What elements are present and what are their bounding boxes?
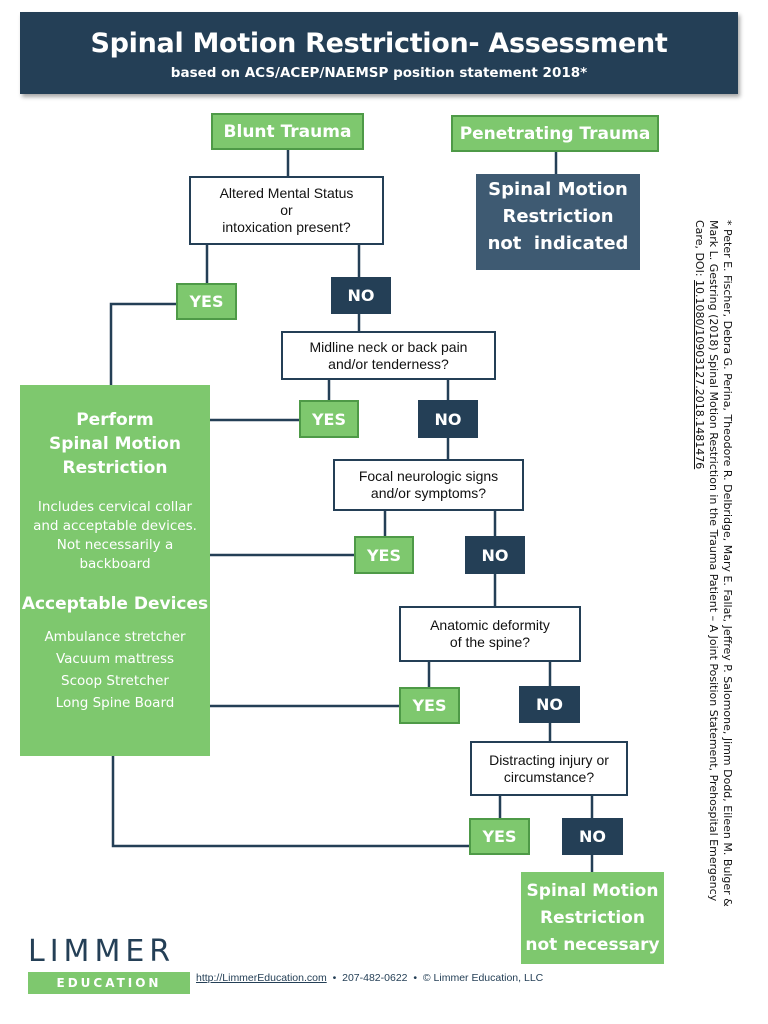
question-anatomic-deformity: Anatomic deformity of the spine? [399, 606, 581, 662]
smr-not-necessary-line: Spinal Motion [526, 880, 659, 901]
smr-not-indicated-line: Restriction [502, 206, 614, 227]
page-subtitle: based on ACS/ACEP/NAEMSP position statem… [170, 65, 588, 81]
question-text: circumstance? [503, 768, 595, 785]
website-link[interactable]: http://LimmerEducation.com [196, 972, 327, 984]
perform-detail: Includes cervical collar [37, 499, 193, 515]
doi-link[interactable]: 10.1080/10903127.2018.1481476 [693, 280, 706, 470]
smr-not-necessary-line: not necessary [525, 934, 660, 955]
perform-detail: and acceptable devices. [33, 518, 197, 534]
yes-box-q2: YES [299, 400, 359, 438]
question-distracting-injury: Distracting injury or circumstance? [470, 741, 628, 796]
footer-copyright: © Limmer Education, LLC [422, 972, 544, 984]
question-text: intoxication present? [222, 219, 351, 235]
device-item: Long Spine Board [55, 695, 175, 711]
smr-not-necessary-line: Restriction [540, 907, 645, 928]
question-text: Anatomic deformity [430, 617, 550, 633]
perform-heading: Spinal Motion [49, 434, 181, 454]
penetrating-trauma-node: Penetrating Trauma [451, 115, 659, 152]
perform-heading: Perform [76, 410, 154, 430]
perform-detail: backboard [79, 556, 151, 572]
device-item: Ambulance stretcher [44, 629, 186, 645]
page-title: Spinal Motion Restriction- Assessment [90, 28, 668, 59]
blunt-trauma-node: Blunt Trauma [211, 113, 364, 150]
yes-box-q1: YES [176, 283, 237, 320]
yes-box-q4: YES [399, 687, 460, 724]
question-text: and/or symptoms? [370, 485, 487, 501]
header-banner: Spinal Motion Restriction- Assessment ba… [20, 12, 738, 94]
footer-separator: • [413, 972, 418, 984]
question-focal-neurologic: Focal neurologic signs and/or symptoms? [333, 459, 524, 511]
question-midline-pain: Midline neck or back pain and/or tendern… [281, 331, 496, 380]
education-logo-bar: EDUCATION [28, 972, 190, 994]
perform-detail: Not necessarily a [56, 537, 174, 553]
yes-box-q3: YES [354, 536, 414, 574]
perform-heading: Restriction [62, 458, 168, 478]
no-box-q1: NO [331, 277, 391, 314]
question-text: and/or tenderness? [328, 355, 449, 372]
limmer-logo: LIMMER [28, 934, 176, 969]
question-text: Altered Mental Status [219, 185, 354, 201]
smr-not-indicated-node: Spinal Motion Restriction not indicated [476, 174, 640, 270]
question-text: Midline neck or back pain [309, 338, 468, 355]
smr-not-necessary-node: Spinal Motion Restriction not necessary [521, 872, 664, 964]
smr-not-indicated-line: Spinal Motion [488, 179, 628, 200]
citation-line: Mark L. Gestring (2018) Spinal Motion Re… [707, 220, 720, 902]
no-box-q5: NO [562, 818, 623, 855]
footer-separator: • [332, 972, 337, 984]
question-text: Focal neurologic signs [358, 468, 499, 484]
question-text: Distracting injury or [489, 751, 609, 768]
perform-smr-panel: Perform Spinal Motion Restriction Includ… [20, 385, 210, 756]
citation-block: * Peter E. Fischer, Debra G. Perina, The… [693, 220, 734, 920]
question-altered-mental-status: Altered Mental Status or intoxication pr… [189, 176, 384, 245]
no-box-q4: NO [519, 686, 580, 723]
yes-box-q5: YES [469, 818, 530, 855]
question-text: of the spine? [449, 634, 531, 650]
smr-not-indicated-line: not indicated [487, 233, 629, 254]
citation-line: * Peter E. Fischer, Debra G. Perina, The… [721, 220, 734, 907]
devices-heading: Acceptable Devices [21, 594, 209, 614]
citation-prefix: Care, DOI: [693, 220, 706, 281]
no-box-q3: NO [465, 536, 525, 574]
question-text: or [280, 202, 293, 218]
device-item: Scoop Stretcher [61, 673, 169, 689]
citation-line: Care, DOI: 10.1080/10903127.2018.1481476 [692, 220, 706, 920]
footer: http://LimmerEducation.com • 207-482-062… [196, 972, 616, 988]
footer-phone: 207-482-0622 [342, 972, 408, 984]
no-box-q2: NO [418, 400, 478, 438]
device-item: Vacuum mattress [55, 651, 175, 667]
